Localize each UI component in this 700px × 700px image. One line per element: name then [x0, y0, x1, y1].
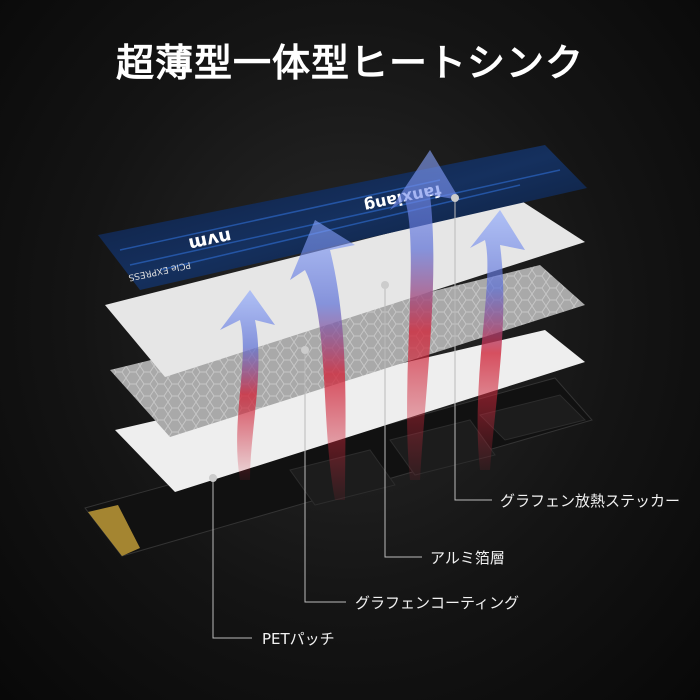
headline: 超薄型一体型ヒートシンク — [115, 41, 584, 85]
leader-dots — [209, 194, 459, 482]
heatsink-streaks — [119, 169, 561, 271]
label-graphene-coating: グラフェンコーティング — [355, 594, 520, 612]
heat-flow-arrows — [220, 150, 525, 500]
label-graphene-sticker: グラフェン放熱ステッカー — [500, 492, 681, 510]
graphene-coating-layer — [110, 265, 585, 437]
leader-lines — [212, 198, 492, 639]
pet-patch-layer — [115, 330, 585, 492]
label-pet-patch: PETパッチ — [262, 630, 335, 648]
aluminium-foil-layer — [105, 200, 585, 377]
label-aluminium-foil: アルミ箔層 — [430, 549, 505, 567]
gold-connector — [88, 505, 140, 556]
